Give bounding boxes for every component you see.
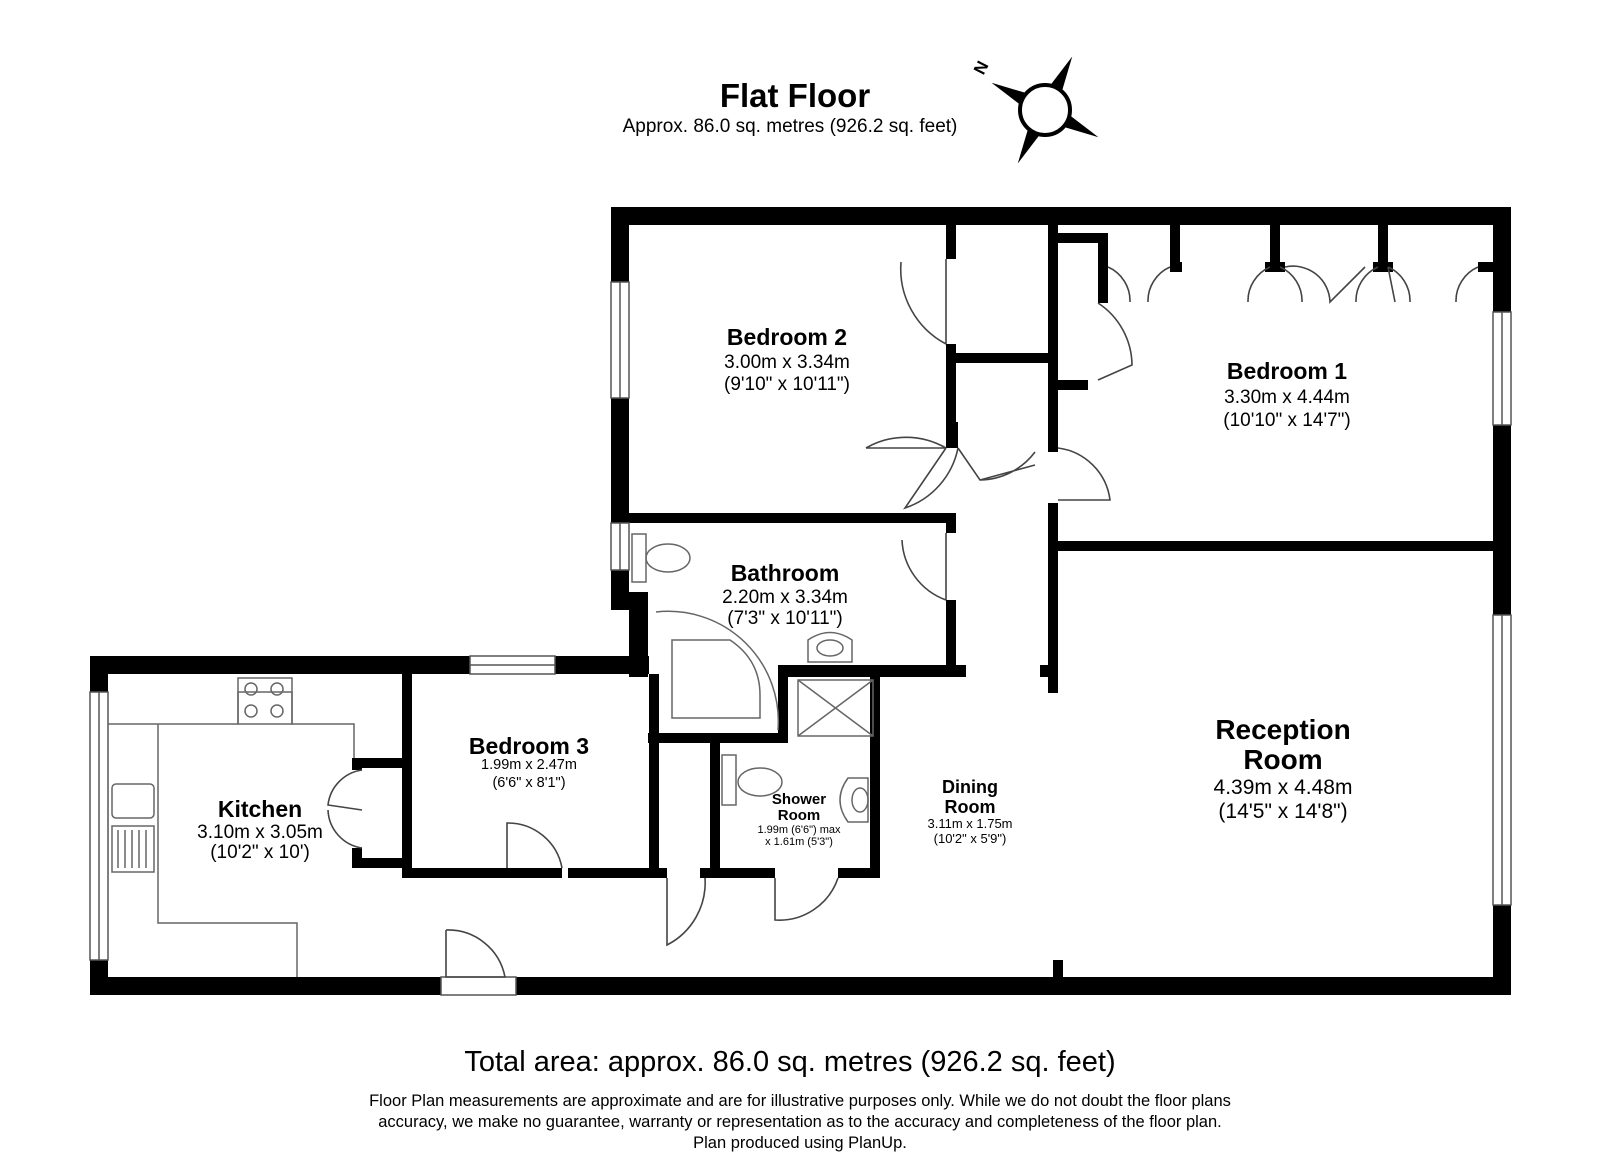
disclaimer-line-3: Plan produced using PlanUp. [693, 1134, 907, 1152]
room-dims-imperial-reception-room: (14'5" x 14'8") [1218, 800, 1348, 823]
total-area: Total area: approx. 86.0 sq. metres (926… [464, 1046, 1116, 1078]
room-dims-imperial-bathroom: (7'3" x 10'11") [727, 608, 843, 629]
plan-title: Flat Floor [719, 77, 871, 114]
compass-rose-icon [991, 56, 1099, 164]
room-name-shower-room: Shower [771, 791, 827, 808]
room-dims-bathroom: 2.20m x 3.34m [722, 587, 848, 608]
room-name-bedroom-1: Bedroom 1 [1226, 358, 1348, 384]
room-dims-dining-room: 3.11m x 1.75m [927, 816, 1013, 831]
room-dims-imperial-bedroom-1: (10'10" x 14'7") [1223, 410, 1351, 431]
room-dims-imperial-kitchen: (10'2" x 10') [210, 842, 310, 863]
room-name-dining-room-line2: Room [944, 797, 996, 817]
windows [89, 281, 1512, 996]
doors [327, 259, 1479, 978]
room-dims-imperial-bedroom-2: (9'10" x 10'11") [723, 374, 851, 395]
compass-north-label: N [970, 58, 993, 78]
room-dims-shower-room: 1.99m (6'6") max [757, 824, 841, 836]
room-name-kitchen: Kitchen [217, 796, 303, 822]
room-dims-reception-room: 4.39m x 4.48m [1213, 776, 1353, 799]
room-name-reception-room-line2: Room [1243, 744, 1323, 775]
room-dims-imperial-dining-room: (10'2" x 5'9") [933, 831, 1007, 846]
room-dims-bedroom-1: 3.30m x 4.44m [1224, 387, 1350, 408]
walls [90, 207, 1511, 995]
room-name-shower-room-line2: Room [777, 807, 821, 824]
fixtures [108, 533, 874, 977]
room-name-bathroom: Bathroom [730, 560, 840, 586]
room-name-reception-room: Reception [1215, 714, 1351, 745]
room-dims-kitchen: 3.10m x 3.05m [197, 822, 323, 843]
room-name-bedroom-2: Bedroom 2 [726, 324, 848, 350]
room-dims-shower-room-line2: x 1.61m (5'3") [765, 836, 833, 848]
room-dims-bedroom-3: 1.99m x 2.47m [481, 757, 577, 773]
plan-subtitle: Approx. 86.0 sq. metres (926.2 sq. feet) [622, 116, 958, 137]
room-dims-imperial-bedroom-3: (6'6" x 8'1") [492, 775, 566, 791]
room-dims-bedroom-2: 3.00m x 3.34m [724, 352, 850, 373]
room-name-bedroom-3: Bedroom 3 [468, 733, 590, 759]
disclaimer-line-2: accuracy, we make no guarantee, warranty… [378, 1113, 1222, 1131]
room-name-dining-room: Dining [942, 777, 998, 797]
disclaimer-line-1: Floor Plan measurements are approximate … [369, 1092, 1231, 1110]
